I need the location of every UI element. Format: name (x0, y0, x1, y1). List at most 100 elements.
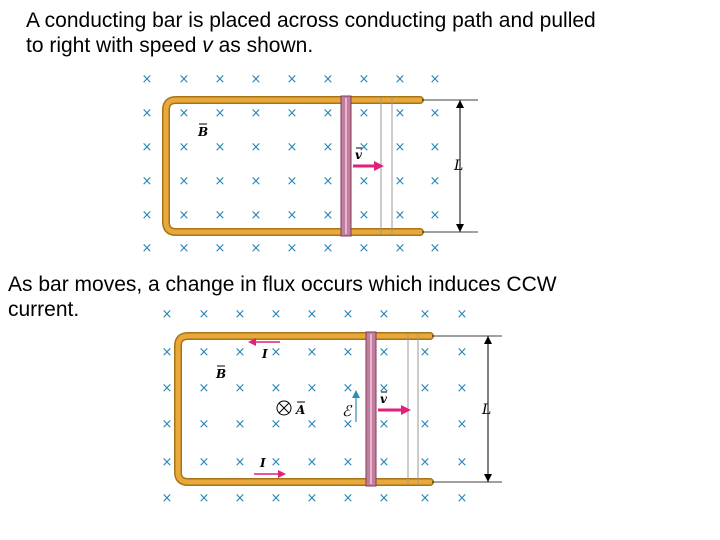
figure-2-induced-current: ××××××××××××××××××××××××××××××××××××××××… (162, 307, 502, 506)
intro-line-1: A conducting bar is placed across conduc… (26, 9, 596, 32)
field-x-mark: × (359, 174, 370, 189)
field-x-mark: × (323, 174, 334, 189)
field-x-mark: × (271, 307, 282, 322)
field-x-mark: × (430, 208, 441, 223)
field-x-mark: × (430, 140, 441, 155)
field-x-mark: × (343, 307, 354, 322)
current-arrow-top-head (248, 338, 256, 346)
field-label: B (197, 125, 208, 139)
field-x-mark: × (271, 491, 282, 506)
field-x-mark: × (179, 174, 190, 189)
field-x-mark: × (307, 345, 318, 360)
field-x-mark: × (323, 140, 334, 155)
field-x-mark: × (395, 72, 406, 87)
field-x-mark: × (271, 455, 282, 470)
speed-symbol: v (202, 34, 213, 57)
field-x-mark: × (142, 140, 153, 155)
field-x-mark: × (215, 241, 226, 256)
length-label: L (453, 158, 463, 174)
field-x-mark: × (142, 106, 153, 121)
field-x-mark: × (235, 307, 246, 322)
length-arrow-top-2 (484, 336, 492, 344)
field-x-mark: × (379, 455, 390, 470)
field-x-mark: × (162, 455, 173, 470)
field-x-mark: × (420, 381, 431, 396)
velocity-label: v (355, 148, 363, 162)
field-x-mark: × (199, 455, 210, 470)
field-x-mark: × (430, 72, 441, 87)
field-x-mark: × (251, 208, 262, 223)
field-x-mark: × (162, 381, 173, 396)
field-x-mark: × (395, 208, 406, 223)
field-x-mark: × (323, 241, 334, 256)
field-x-mark: × (379, 381, 390, 396)
length-arrow-top (456, 100, 464, 108)
velocity-label-2: v (380, 392, 388, 406)
field-x-mark: × (287, 241, 298, 256)
field-x-mark: × (323, 106, 334, 121)
field-x-mark: × (307, 307, 318, 322)
field-x-mark: × (199, 417, 210, 432)
field-x-mark: × (179, 241, 190, 256)
field-x-mark: × (343, 455, 354, 470)
figure-1-sliding-bar: ××××××××××××××××××××××××××××××××××××××××… (142, 72, 478, 256)
field-x-mark: × (215, 106, 226, 121)
field-x-mark: × (420, 491, 431, 506)
field-x-mark: × (251, 140, 262, 155)
field-x-mark: × (343, 417, 354, 432)
field-x-mark: × (430, 106, 441, 121)
field-x-mark: × (287, 106, 298, 121)
field-x-mark: × (323, 208, 334, 223)
explanation-paragraph: As bar moves, a change in flux occurs wh… (8, 272, 668, 322)
field-x-mark: × (457, 455, 468, 470)
field-x-mark: × (420, 345, 431, 360)
field-x-mark: × (457, 381, 468, 396)
field-x-mark: × (420, 417, 431, 432)
field-x-mark: × (162, 491, 173, 506)
current-arrow-bottom-head (278, 470, 286, 478)
field-x-mark: × (271, 345, 282, 360)
field-x-mark: × (235, 455, 246, 470)
field-x-mark: × (287, 208, 298, 223)
u-rail (163, 97, 423, 235)
intro-line-2b: as shown. (212, 34, 314, 57)
field-x-mark: × (430, 241, 441, 256)
field-x-mark: × (162, 345, 173, 360)
field-x-mark: × (235, 345, 246, 360)
explanation-line-2: current. (8, 298, 80, 321)
field-x-mark: × (287, 140, 298, 155)
field-x-mark: × (359, 241, 370, 256)
emf-arrow-head (352, 390, 360, 398)
magnetic-field-grid: ××××××××××××××××××××××××××××××××××××××××… (142, 72, 441, 256)
length-arrow-bottom (456, 224, 464, 232)
field-x-mark: × (235, 417, 246, 432)
intro-paragraph: A conducting bar is placed across conduc… (26, 8, 706, 58)
field-x-mark: × (307, 455, 318, 470)
field-x-mark: × (343, 345, 354, 360)
u-rail-2 (175, 333, 433, 485)
field-x-mark: × (271, 381, 282, 396)
field-x-mark: × (307, 491, 318, 506)
velocity-arrow-head-2 (401, 405, 411, 415)
field-x-mark: × (215, 140, 226, 155)
emf-label: ℰ (342, 402, 353, 420)
field-x-mark: × (287, 174, 298, 189)
current-label-top: I (261, 347, 268, 361)
field-label-2: B (215, 367, 226, 381)
field-x-mark: × (142, 208, 153, 223)
field-x-mark: × (457, 307, 468, 322)
field-x-mark: × (379, 491, 390, 506)
field-x-mark: × (142, 72, 153, 87)
field-x-mark: × (379, 345, 390, 360)
field-x-mark: × (251, 241, 262, 256)
field-x-mark: × (457, 491, 468, 506)
field-x-mark: × (162, 417, 173, 432)
explanation-line-1: As bar moves, a change in flux occurs wh… (8, 273, 557, 296)
length-arrow-bottom-2 (484, 474, 492, 482)
field-x-mark: × (287, 72, 298, 87)
field-x-mark: × (199, 381, 210, 396)
field-x-mark: × (215, 72, 226, 87)
field-x-mark: × (142, 241, 153, 256)
field-x-mark: × (359, 72, 370, 87)
field-x-mark: × (430, 174, 441, 189)
